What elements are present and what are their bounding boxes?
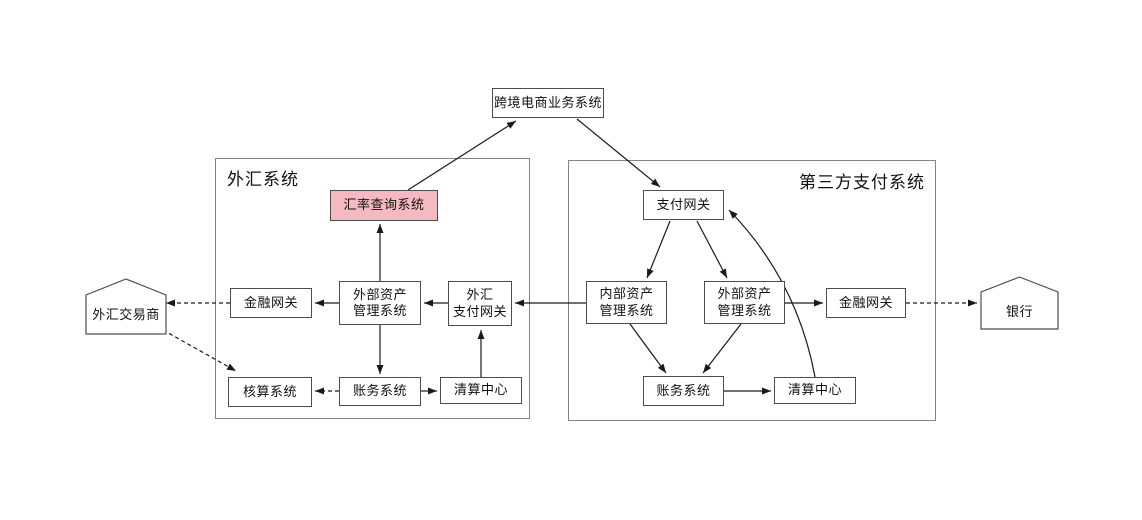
node-external-asset-mgmt-right: 外部资产 管理系统 — [704, 281, 785, 324]
edge-payment-gateway-to-internal-asset — [646, 220, 671, 279]
node-finance-gateway-right: 金融网关 — [826, 288, 906, 318]
bank-label: 银行 — [1005, 304, 1033, 319]
node-external-asset-mgmt-left: 外部资产 管理系统 — [339, 281, 421, 325]
edge-payment-gateway-to-external-asset — [696, 220, 728, 279]
edge-ecommerce-to-payment-gateway — [576, 118, 661, 188]
node-audit-system: 核算系统 — [228, 377, 312, 407]
fx-dealer-label: 外汇交易商 — [92, 307, 160, 322]
node-cross-border-ecommerce-system: 跨境电商业务系统 — [492, 88, 604, 118]
node-internal-asset-mgmt: 内部资产 管理系统 — [586, 281, 667, 324]
third-party-system-container — [568, 160, 936, 421]
edge-fx-dealer-to-audit — [162, 329, 237, 372]
fx-system-container — [215, 158, 530, 419]
edge-external-asset-to-ledger-right — [702, 323, 742, 374]
node-fx-payment-gateway: 外汇 支付网关 — [448, 281, 512, 326]
node-ledger-system-left: 账务系统 — [339, 377, 421, 406]
fx-system-title: 外汇系统 — [227, 170, 299, 189]
bank-shape — [980, 276, 1059, 330]
edge-internal-asset-to-ledger-right — [629, 323, 667, 374]
third-party-system-title: 第三方支付系统 — [799, 173, 925, 192]
node-rate-query-system: 汇率查询系统 — [330, 190, 438, 221]
node-payment-gateway: 支付网关 — [643, 190, 724, 220]
node-finance-gateway-left: 金融网关 — [230, 288, 312, 318]
node-clearing-center-right: 清算中心 — [774, 377, 856, 404]
fx-dealer-shape — [85, 278, 167, 335]
edge-rate-query-to-ecommerce — [407, 120, 517, 191]
node-clearing-center-left: 清算中心 — [440, 377, 522, 404]
node-ledger-system-right: 账务系统 — [643, 376, 724, 406]
